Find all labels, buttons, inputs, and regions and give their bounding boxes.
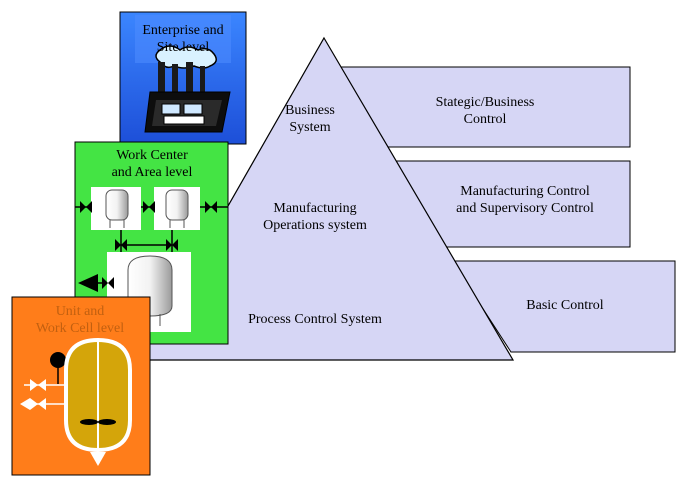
unit-level-panel	[11, 296, 151, 476]
basic-control-label: Basic Control	[526, 298, 604, 313]
process-control-label: Process Control System	[248, 312, 382, 327]
factory-icon	[144, 45, 231, 133]
agitator-icon	[80, 419, 116, 425]
work-center-level-label: Work Center and Area level	[111, 148, 193, 180]
business-system-label: Business System	[285, 103, 335, 135]
manufacturing-operations-label: Manufacturing Operations system	[263, 201, 367, 233]
manufacturing-control-label: Manufacturing Control and Supervisory Co…	[456, 184, 594, 216]
automation-pyramid	[138, 36, 515, 361]
valve-icon	[78, 201, 217, 292]
tank-icon	[165, 189, 189, 228]
strategic-control-label: Stategic/Business Control	[435, 95, 535, 127]
sensor-icon	[50, 352, 66, 368]
enterprise-level-panel	[119, 11, 247, 145]
control-panel-basic	[451, 260, 676, 353]
unit-level-label: Unit and Work Cell level	[35, 304, 125, 336]
enterprise-level-label: Enterprise and Site level	[142, 23, 224, 55]
valve-icon	[20, 379, 46, 410]
tank-icon	[105, 189, 129, 228]
